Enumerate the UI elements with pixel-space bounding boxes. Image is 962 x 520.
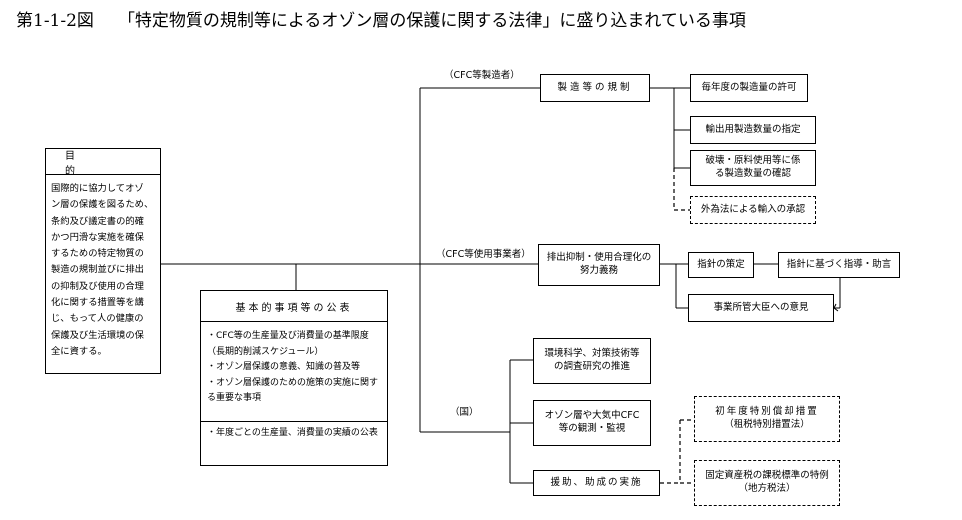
purpose-line: かつ円滑な実施を確保 bbox=[51, 231, 144, 243]
figure-caption: 「特定物質の規制等によるオゾン層の保護に関する法律」に盛り込まれている事項 bbox=[117, 11, 746, 31]
purpose-line: 国際的に協力してオゾ bbox=[51, 183, 144, 194]
purpose-body: 国際的に協力してオゾ ン層の保護を図るため、 条約及び議定書の的確 かつ円滑な実… bbox=[46, 175, 160, 366]
basic-item: ・オゾン層保護のための施策の実施に関する重要な事項 bbox=[207, 377, 379, 404]
basic-item: ・CFC等の生産量及び消費量の基準限度（長期的削減スケジュール） bbox=[207, 331, 369, 357]
figure-title: 第1-1-2図 「特定物質の規制等によるオゾン層の保護に関する法律」に盛り込まれて… bbox=[16, 6, 746, 31]
purpose-line: 化に関する措置等を講 bbox=[51, 297, 144, 309]
purpose-line: 製造の規制並びに排出 bbox=[51, 264, 144, 276]
depreciation-law: （租税特別措置法） bbox=[724, 419, 810, 430]
purpose-line: の抑制及び使用の合理 bbox=[51, 280, 144, 292]
purpose-line: するための特定物質の bbox=[51, 248, 144, 260]
basic-item: ・オゾン層保護の意義、知識の普及等 bbox=[207, 362, 361, 372]
annual-permit-box: 毎年度の製造量の許可 bbox=[690, 74, 808, 102]
export-designation-box: 輸出用製造数量の指定 bbox=[690, 116, 816, 144]
assistance-box: 援助、助成の実施 bbox=[533, 470, 660, 496]
group-label-state: （国） bbox=[450, 407, 479, 418]
figure-number: 第1-1-2図 bbox=[16, 11, 94, 31]
guidance-box: 指針に基づく指導・助言 bbox=[778, 252, 900, 278]
basic-matters-box: 基本的事項等の公表 ・CFC等の生産量及び消費量の基準限度（長期的削減スケジュー… bbox=[200, 290, 388, 466]
import-approval-box: 外為法による輸入の承認 bbox=[690, 196, 816, 224]
purpose-line: 保護及び生活環境の保 bbox=[51, 329, 144, 341]
basic-matters-results: ・年度ごとの生産量、消費量の実績の公表 bbox=[207, 428, 378, 438]
depreciation-box: 初年度特別償却措置 （租税特別措置法） bbox=[694, 396, 840, 442]
observation-box: オゾン層や大気中CFC等の観測・監視 bbox=[533, 400, 651, 446]
purpose-line: 条約及び議定書の的確 bbox=[51, 215, 144, 227]
basic-matters-items: ・CFC等の生産量及び消費量の基準限度（長期的削減スケジュール） ・オゾン層保護… bbox=[201, 322, 387, 422]
minister-opinion-box: 事業所管大臣への意見 bbox=[688, 294, 834, 322]
depreciation-title: 初年度特別償却措置 bbox=[715, 406, 819, 418]
purpose-line: ン層の保護を図るため、 bbox=[51, 199, 154, 211]
emission-control-box: 排出抑制・使用合理化の努力義務 bbox=[538, 244, 660, 286]
purpose-box: 目 的 国際的に協力してオゾ ン層の保護を図るため、 条約及び議定書の的確 かつ… bbox=[45, 148, 161, 374]
research-box: 環境科学、対策技術等の調査研究の推進 bbox=[533, 338, 651, 384]
purpose-line: じ、もって人の健康の bbox=[51, 313, 144, 325]
basic-matters-heading: 基本的事項等の公表 bbox=[201, 291, 387, 322]
production-regulation-box: 製造等の規制 bbox=[540, 74, 650, 102]
guideline-box: 指針の策定 bbox=[688, 252, 754, 278]
purpose-heading: 目 的 bbox=[46, 149, 160, 177]
destruction-confirm-box: 破壊・原料使用等に係る製造数量の確認 bbox=[690, 150, 816, 186]
property-tax-box: 固定資産税の課税標準の特例 （地方税法） bbox=[694, 460, 840, 506]
property-tax-title: 固定資産税の課税標準の特例 bbox=[705, 470, 829, 482]
property-tax-law: （地方税法） bbox=[738, 483, 796, 494]
group-label-users: （CFC等使用事業者） bbox=[436, 249, 531, 260]
group-label-manufacturers: （CFC等製造者） bbox=[444, 70, 520, 81]
purpose-line: 全に資する。 bbox=[51, 345, 107, 357]
